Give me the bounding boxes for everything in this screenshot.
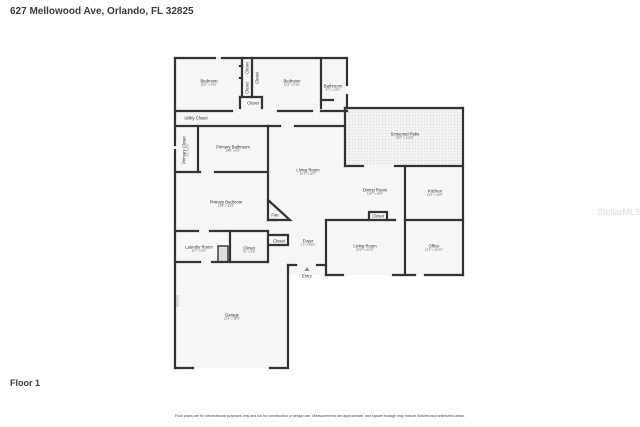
room-closet-foyer: Closet [273,238,285,244]
room-closet-dining: Closet [372,213,384,219]
room-utility-closet: Utility Closet [184,115,208,121]
room-closet-4: Closet [247,100,259,106]
patio-floor [346,108,463,166]
room-closet-3: Closet [254,72,260,84]
floor-label: Floor 1 [10,378,41,388]
room-closet-1: Closet [244,62,250,74]
room-closet-2: Closet [244,82,250,94]
fireplace: Fire [271,212,279,218]
entry-arrow-icon [304,267,310,271]
property-address: 627 Mellowood Ave, Orlando, FL 32825 [10,6,194,17]
disclaimer: Floor plans are for informational purpos… [175,414,465,418]
entry-label: Entry [302,273,312,279]
watermark-logo: StellarMLS [597,207,640,217]
